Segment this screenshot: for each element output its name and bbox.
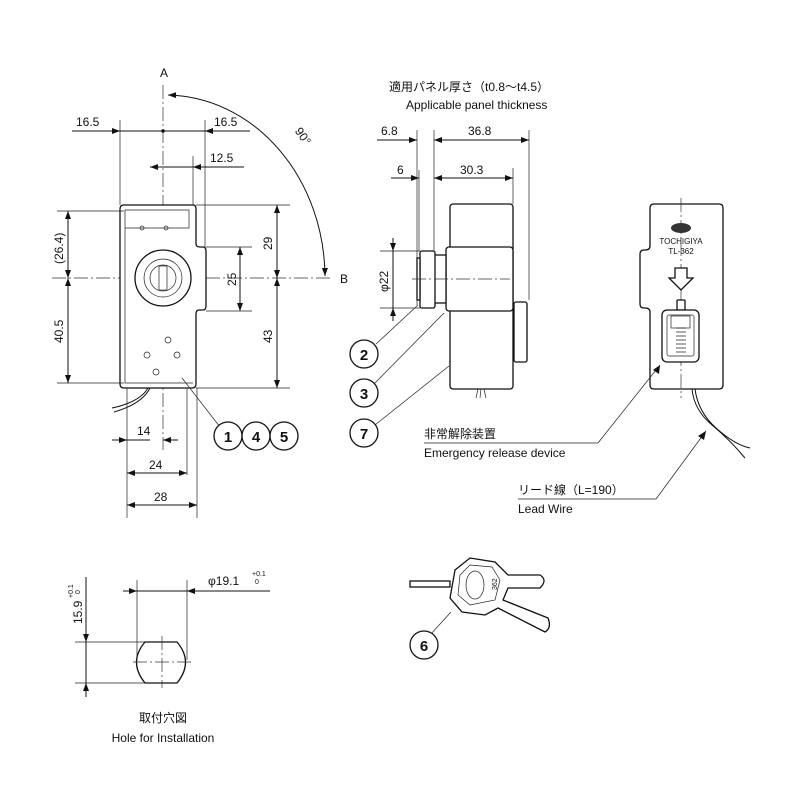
- front-view: A B 90° 16.5 16.5 12.5 (26.4) 40.5: [52, 66, 348, 518]
- cylinder-knob: [419, 250, 436, 309]
- key-blade: [409, 580, 451, 588]
- callout-2: 2: [349, 339, 379, 369]
- hole-title-jp: 取付穴図: [139, 710, 187, 725]
- dim-12-5: 12.5: [210, 151, 234, 165]
- svg-text:5: 5: [280, 429, 288, 446]
- lock-body-back: [639, 203, 724, 390]
- callout-3: 3: [349, 378, 379, 408]
- side-bracket: [513, 301, 528, 363]
- svg-text:7: 7: [360, 426, 368, 443]
- dim-30-3: 30.3: [460, 163, 484, 177]
- dim-phi22: φ22: [377, 271, 391, 292]
- hole-diameter-tol-upper: +0.1: [252, 571, 266, 578]
- svg-text:1: 1: [224, 429, 232, 446]
- installation-hole: φ19.1 +0.1 0 15.9 +0.1 0 取付穴図 Hole for I…: [68, 571, 270, 745]
- hole-height-tol-lower: 0: [75, 590, 82, 594]
- dim-25: 25: [225, 272, 239, 286]
- arrow-down-icon: [667, 267, 695, 291]
- axis-b-label: B: [340, 272, 348, 286]
- svg-text:6: 6: [420, 638, 428, 655]
- back-view: TOCHIGIYA TL-362 非常解除装置 Emergency releas…: [424, 198, 751, 516]
- hole-shape: [135, 641, 187, 684]
- cylinder-outer: [134, 249, 192, 307]
- lead-wire-jp: リード線（L=190）: [518, 482, 624, 497]
- hole-diameter-tol-lower: 0: [255, 579, 259, 586]
- panel-thickness-en: Applicable panel thickness: [406, 98, 547, 112]
- lead-wire-en: Lead Wire: [518, 502, 573, 516]
- callout-6: 6: [409, 630, 439, 660]
- model-text: TL-362: [668, 247, 694, 256]
- svg-text:3: 3: [360, 386, 368, 403]
- dim-16-5-right: 16.5: [214, 115, 238, 129]
- key-stamp: 362: [492, 578, 499, 590]
- dim-26-4: (26.4): [52, 233, 66, 264]
- callout-7: 7: [349, 418, 379, 448]
- cylinder-ring: [143, 258, 183, 298]
- svg-text:4: 4: [252, 429, 261, 446]
- angle-label: 90°: [292, 125, 314, 148]
- rotation-arc: [167, 92, 328, 277]
- axis-a-label: A: [160, 66, 168, 80]
- hole-height: 15.9: [71, 600, 85, 624]
- dim-14: 14: [137, 424, 151, 438]
- hole-title-en: Hole for Installation: [112, 731, 215, 745]
- release-device-en: Emergency release device: [424, 446, 566, 460]
- dim-16-5-left: 16.5: [76, 115, 100, 129]
- panel-thickness-jp: 適用パネル厚さ（t0.8～t4.5）: [389, 79, 549, 94]
- callout-1: 1: [213, 421, 243, 451]
- dim-29: 29: [261, 236, 275, 250]
- dim-36-8: 36.8: [468, 124, 492, 138]
- callout-5: 5: [269, 421, 299, 451]
- body-inner-outline: [124, 209, 193, 384]
- key: 362 6: [409, 557, 551, 660]
- callout-4: 4: [241, 421, 271, 451]
- dim-24: 24: [149, 458, 163, 472]
- release-device-jp: 非常解除装置: [424, 426, 496, 441]
- dim-43: 43: [261, 329, 275, 343]
- hole-diameter: φ19.1: [208, 574, 239, 588]
- brand-logo: [671, 223, 691, 233]
- dim-6: 6: [397, 163, 404, 177]
- brand-text: TOCHIGIYA: [659, 237, 703, 246]
- dim-6-8: 6.8: [381, 124, 398, 138]
- lead-wire-front: [111, 387, 151, 413]
- key-plug: [149, 264, 177, 292]
- hole-height-tol-upper: +0.1: [68, 584, 75, 598]
- dim-28: 28: [154, 490, 168, 504]
- side-view: 適用パネル厚さ（t0.8～t4.5） Applicable panel thic…: [349, 79, 549, 448]
- key-head: [449, 557, 551, 633]
- svg-text:2: 2: [360, 347, 368, 364]
- dim-40-5: 40.5: [52, 319, 66, 343]
